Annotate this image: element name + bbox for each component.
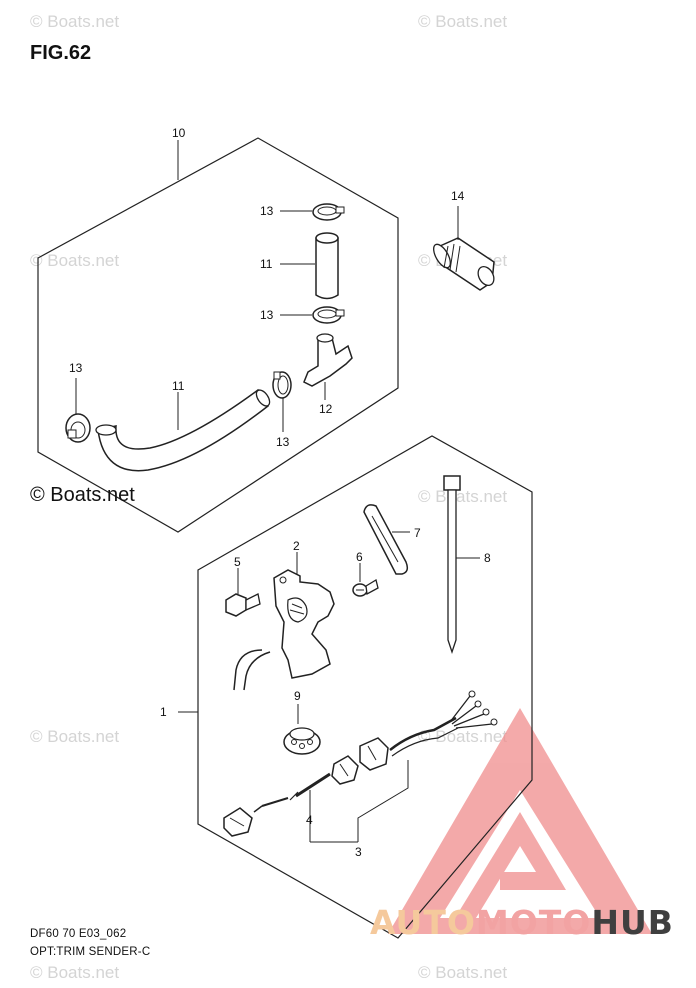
callout-5: 5 <box>234 555 241 569</box>
brand-hub: HUB <box>591 903 674 942</box>
callout-10: 10 <box>172 126 186 140</box>
callout-13: 13 <box>260 204 274 218</box>
trim-sender-part-2 <box>233 552 335 691</box>
bracket-part-7 <box>363 504 410 575</box>
hose-clamp-part-13 <box>272 371 292 432</box>
copyright-notice: © Boats.net <box>30 484 135 506</box>
callout-1: 1 <box>160 705 167 719</box>
callout-2: 2 <box>293 539 300 553</box>
wire-harness-part-3 <box>357 690 498 842</box>
callout-4: 4 <box>306 813 313 827</box>
watermark: © Boats.net <box>418 963 507 982</box>
wire-harness-part-4 <box>223 755 359 843</box>
lower-group-boundary <box>197 435 533 939</box>
watermark: © Boats.net <box>418 727 507 746</box>
hose-clamp-part-13 <box>280 306 345 324</box>
callout-13: 13 <box>260 308 274 322</box>
callout-7: 7 <box>414 526 421 540</box>
straight-hose-part-11 <box>280 232 339 300</box>
callout-12: 12 <box>319 402 333 416</box>
screw-part-6 <box>352 563 379 597</box>
watermark: © Boats.net <box>30 12 119 31</box>
upper-group-boundary <box>37 137 399 533</box>
curved-hose-part-11 <box>95 388 271 472</box>
brand-logo <box>388 708 652 934</box>
hose-clamp-part-13 <box>280 203 345 221</box>
hose-fitting-part-14 <box>433 206 495 291</box>
watermark: © Boats.net <box>418 487 507 506</box>
callout-3: 3 <box>355 845 362 859</box>
brand-moto: MOTO <box>475 903 592 942</box>
callout-11: 11 <box>172 379 185 393</box>
bolt-part-5 <box>225 568 261 617</box>
hose-clamp-part-13 <box>65 378 91 443</box>
brand-auto: AUTO <box>370 903 476 942</box>
callout-9: 9 <box>294 689 301 703</box>
callout-13: 13 <box>276 435 290 449</box>
grommet-part-9 <box>283 704 321 755</box>
callout-8: 8 <box>484 551 491 565</box>
callout-14: 14 <box>451 189 465 203</box>
cable-tie-part-8 <box>443 475 480 655</box>
callout-6: 6 <box>356 550 363 564</box>
callout-labels: 10 13 11 13 14 13 11 12 13 2 7 8 5 6 1 9… <box>69 126 491 859</box>
brand-wordmark: AUTOMOTOHUB <box>370 903 674 942</box>
callout-13: 13 <box>69 361 83 375</box>
callout-11: 11 <box>260 257 273 271</box>
tee-joint-part-12 <box>303 333 353 400</box>
figure-title: FIG.62 <box>30 42 92 64</box>
watermark: © Boats.net <box>30 251 119 270</box>
watermark: © Boats.net <box>418 12 507 31</box>
figure-code: DF60 70 E03_062 <box>30 928 127 940</box>
watermark: © Boats.net <box>30 963 119 982</box>
watermark: © Boats.net <box>30 727 119 746</box>
figure-caption: OPT:TRIM SENDER-C <box>30 946 151 958</box>
